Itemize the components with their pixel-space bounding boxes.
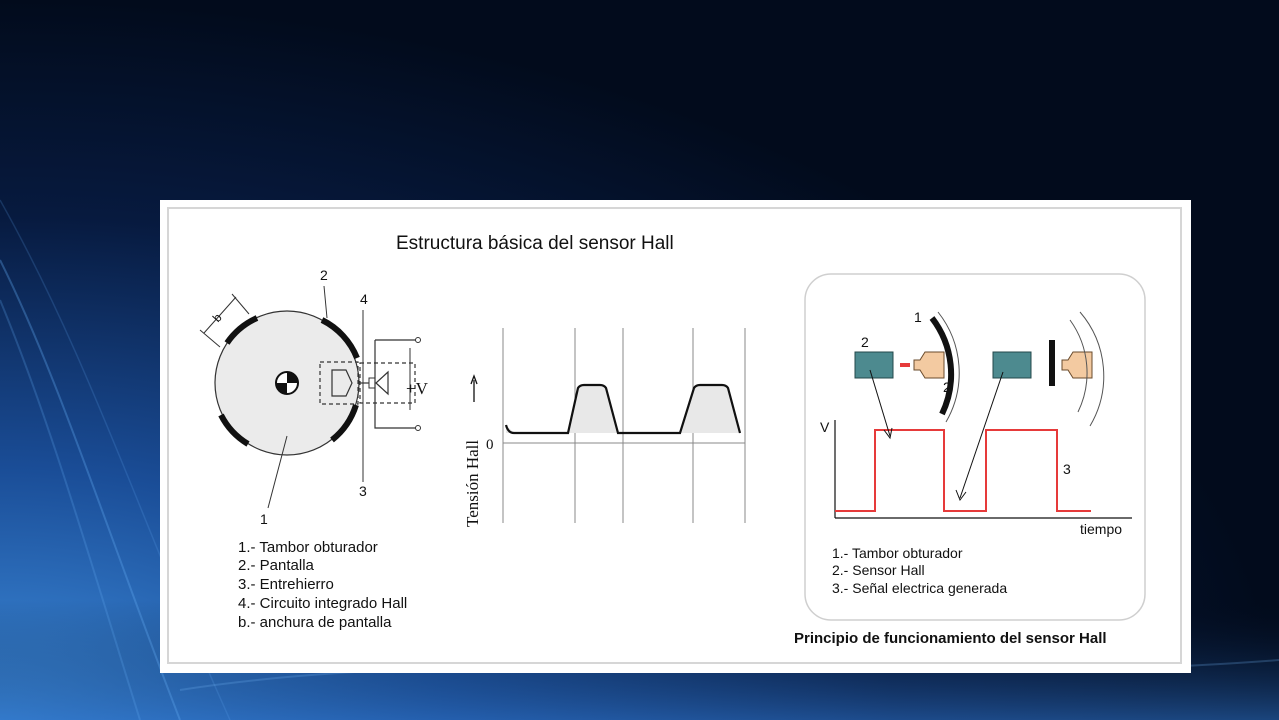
left-legend: 1.- Tambor obturador 2.- Pantalla 3.- En… xyxy=(238,539,407,631)
legend-item: 3.- Entrehierro xyxy=(238,576,334,593)
principle-callout-3: 3 xyxy=(1063,461,1071,477)
arrow-up-icon xyxy=(470,374,478,402)
waveform-zero-label: 0 xyxy=(486,437,494,453)
principle-callout-1: 1 xyxy=(914,309,922,325)
legend-item: 1.- Tambor obturador xyxy=(238,539,378,556)
callout-1: 1 xyxy=(260,511,268,527)
legend-item: 2.- Sensor Hall xyxy=(832,562,925,578)
diagram-card: Estructura básica del sensor Hall b xyxy=(160,200,1191,673)
width-dimension xyxy=(199,293,250,348)
callout-3: 3 xyxy=(359,483,367,499)
hall-sensor-diagram: Estructura básica del sensor Hall b xyxy=(199,233,1146,647)
shutter-drum xyxy=(214,310,360,456)
hall-ic xyxy=(319,337,421,431)
right-legend: 1.- Tambor obturador 2.- Sensor Hall 3.-… xyxy=(832,545,1007,596)
legend-item: b.- anchura de pantalla xyxy=(238,614,392,631)
signal-x-label: tiempo xyxy=(1080,521,1122,537)
signal-y-label: V xyxy=(820,419,830,435)
left-title: Estructura básica del sensor Hall xyxy=(396,233,674,254)
principle-callout-2b: 2 xyxy=(943,379,951,395)
legend-item: 4.- Circuito integrado Hall xyxy=(238,595,407,612)
hub-icon xyxy=(275,371,299,395)
callout-2: 2 xyxy=(320,267,328,283)
sensor-pair-left xyxy=(854,311,960,423)
legend-item: 2.- Pantalla xyxy=(238,557,315,574)
principle-callout-2a: 2 xyxy=(861,334,869,350)
waveform-y-label: Tensión Hall xyxy=(463,440,482,527)
legend-item: 3.- Señal electrica generada xyxy=(832,580,1007,596)
sensor-pair-right xyxy=(992,311,1105,427)
signal-plot xyxy=(834,369,1132,519)
legend-item: 1.- Tambor obturador xyxy=(832,545,963,561)
hall-voltage-waveform xyxy=(502,328,746,523)
supply-label: +V xyxy=(406,379,429,398)
principle-caption: Principio de funcionamiento del sensor H… xyxy=(794,630,1107,647)
diagram-frame xyxy=(167,207,1182,664)
callout-4: 4 xyxy=(360,291,368,307)
